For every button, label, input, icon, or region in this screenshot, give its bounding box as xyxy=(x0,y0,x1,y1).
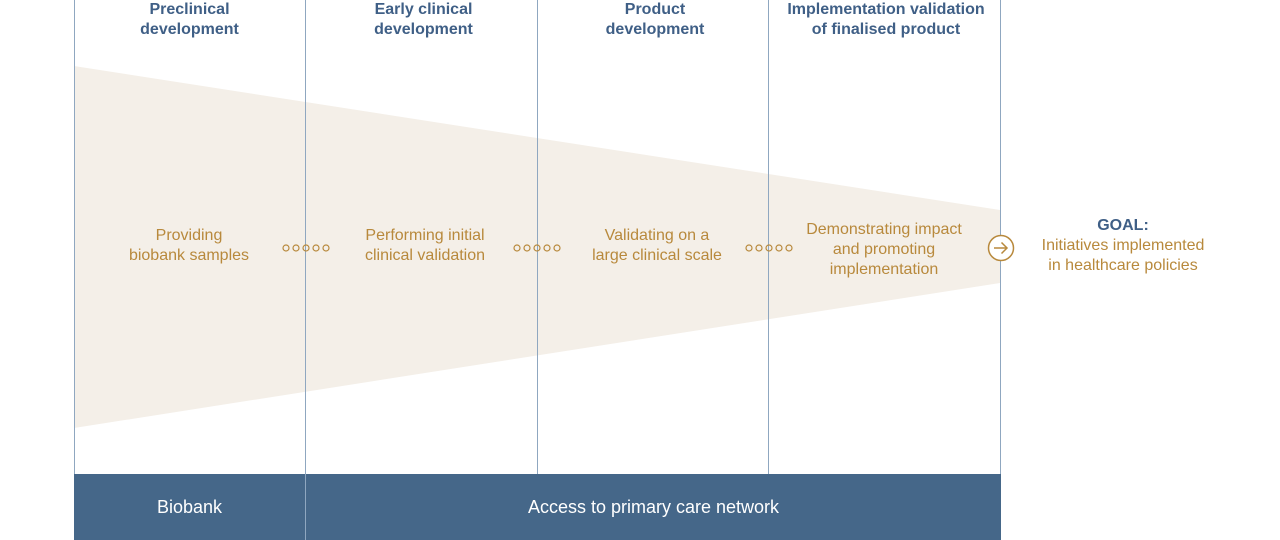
biobank-bar-label: Biobank xyxy=(156,496,223,517)
step-initial-validation: Performing initial clinical validation xyxy=(320,226,530,266)
step-line: Performing initial xyxy=(365,227,485,244)
phase-title-line: development xyxy=(140,21,239,38)
phase-title-product: Product development xyxy=(542,0,768,40)
phase-title-preclinical: Preclinical development xyxy=(74,0,305,40)
goal-block: GOAL: Initiatives implemented in healthc… xyxy=(1030,216,1216,276)
goal-line: Initiatives implemented xyxy=(1041,237,1205,254)
phase-title-line: Implementation validation xyxy=(787,1,985,18)
step-demonstrating-impact: Demonstrating impact and promoting imple… xyxy=(779,220,989,280)
step-line: Demonstrating impact xyxy=(806,221,962,238)
primary-care-bar: Access to primary care network xyxy=(306,474,1001,540)
step-line: implementation xyxy=(829,261,939,278)
phase-title-early-clinical: Early clinical development xyxy=(310,0,537,40)
dotted-circles-connector xyxy=(745,244,793,252)
phase-title-line: development xyxy=(374,21,473,38)
phase-title-implementation: Implementation validation of finalised p… xyxy=(772,0,1000,40)
dotted-circles-connector xyxy=(282,244,330,252)
step-large-scale: Validating on a large clinical scale xyxy=(552,226,762,266)
step-line: Providing xyxy=(155,227,223,244)
goal-line: in healthcare policies xyxy=(1048,257,1198,274)
step-line: and promoting xyxy=(832,241,936,258)
phase-title-line: Preclinical xyxy=(149,1,230,18)
phase-title-line: Product xyxy=(624,1,686,18)
step-line: biobank samples xyxy=(128,247,250,264)
arrow-circle-right-icon xyxy=(987,234,1015,262)
step-providing-samples: Providing biobank samples xyxy=(84,226,294,266)
goal-title: GOAL: xyxy=(1097,217,1149,234)
phase-title-line: of finalised product xyxy=(811,21,961,38)
phase-title-line: development xyxy=(605,21,705,38)
primary-care-bar-label: Access to primary care network xyxy=(527,496,780,517)
biobank-bar: Biobank xyxy=(74,474,305,540)
step-line: Validating on a xyxy=(604,227,710,244)
step-line: clinical validation xyxy=(364,247,486,264)
phase-title-line: Early clinical xyxy=(374,1,473,18)
step-line: large clinical scale xyxy=(592,247,722,264)
dotted-circles-connector xyxy=(513,244,561,252)
